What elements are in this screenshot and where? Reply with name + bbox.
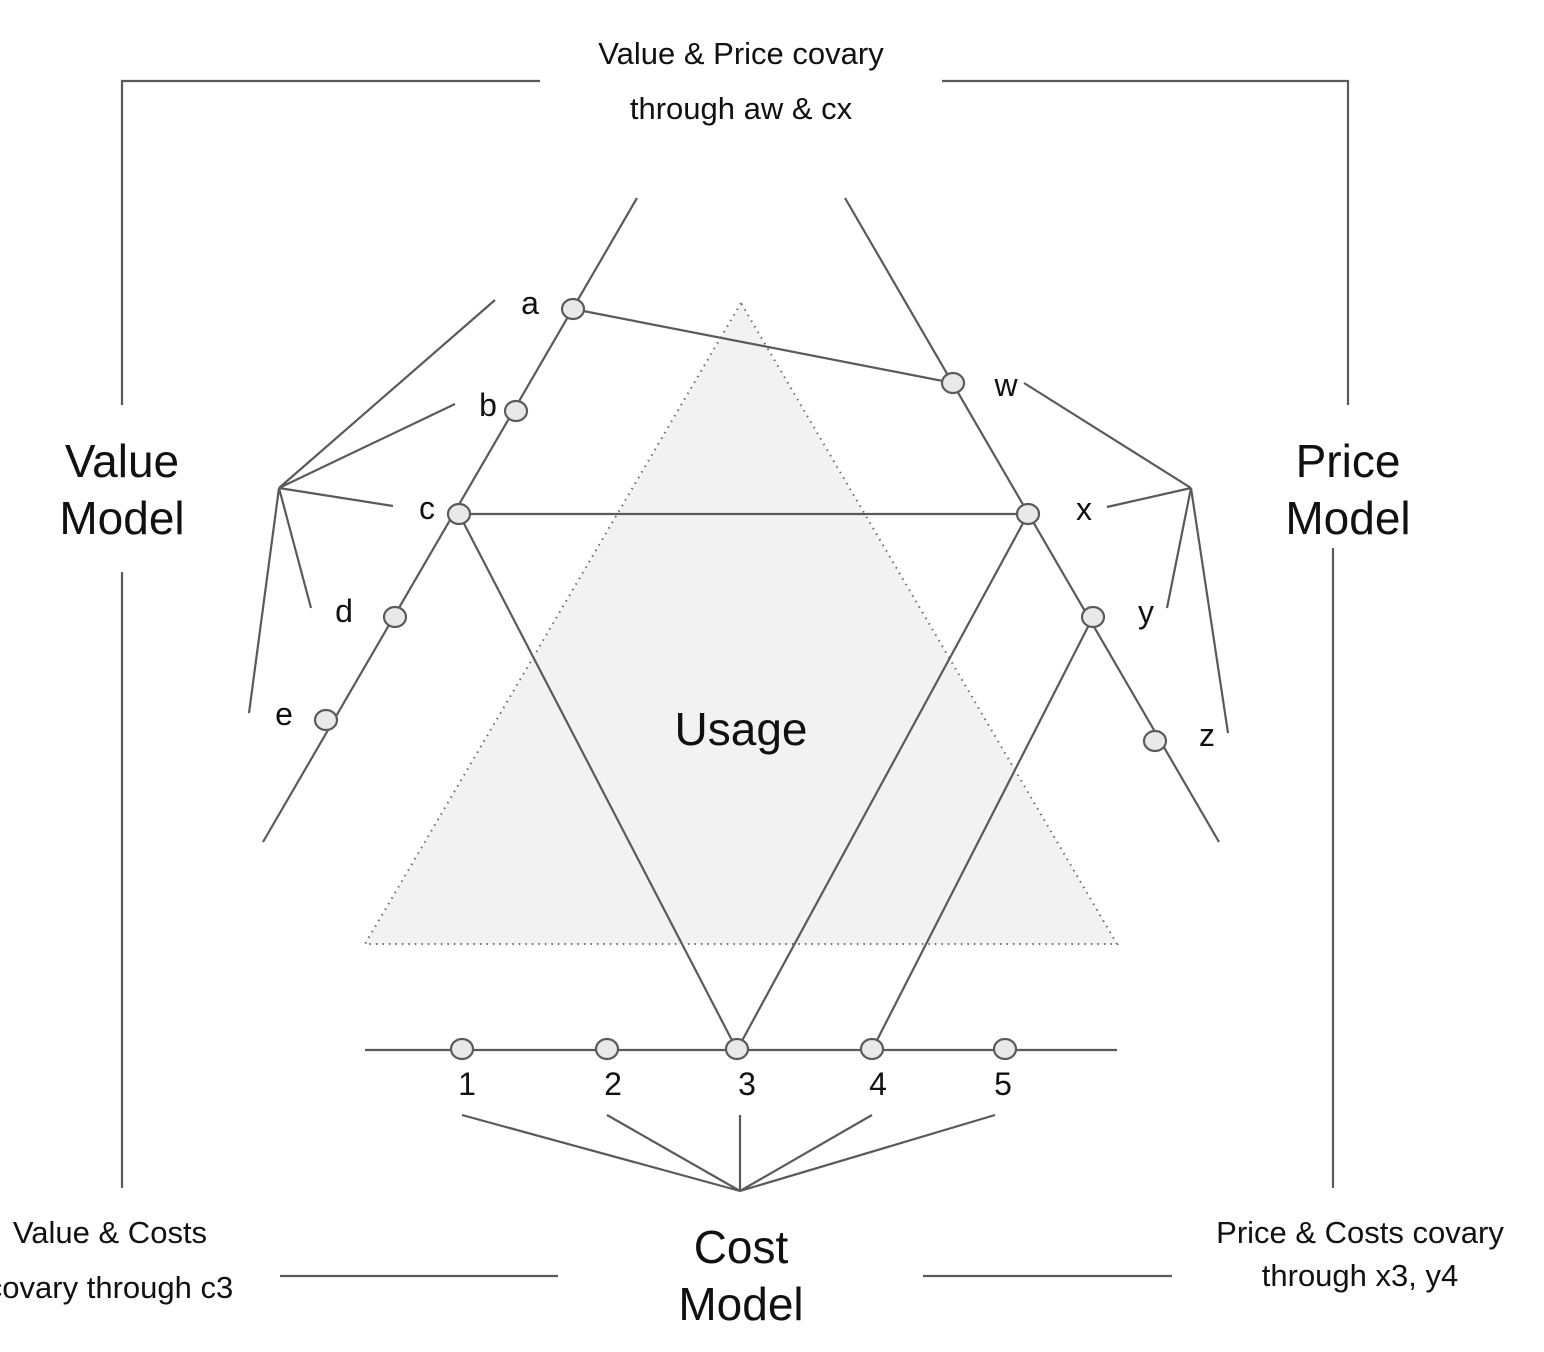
node-2 [594,1037,620,1061]
label-5: 5 [994,1066,1012,1102]
label-2: 2 [604,1066,622,1102]
link-a-w [572,307,954,385]
link-x-3 [736,513,1029,1051]
note-value-costs-line1: Value & Costs [13,1215,207,1250]
note-value-costs-line2: covary through c3 [0,1270,233,1305]
label-w: w [993,367,1018,403]
cost-model-title-line2: Model [678,1278,803,1330]
note-value-price-line1: Value & Price covary [598,36,884,71]
label-4: 4 [869,1066,887,1102]
node-5 [992,1037,1018,1061]
node-x [1015,502,1041,526]
node-z [1142,729,1168,753]
node-a [560,297,586,321]
label-c: c [419,490,435,526]
node-d [382,605,408,629]
cost-model-title-line1: Cost [694,1221,789,1273]
label-e: e [275,696,293,732]
label-b: b [479,387,497,423]
link-y-4 [871,616,1094,1051]
node-y [1080,605,1106,629]
value-model-title-line2: Model [59,492,184,544]
label-y: y [1138,594,1154,630]
label-d: d [335,593,353,629]
node-c [446,502,472,526]
usage-label: Usage [675,703,808,755]
note-price-costs-line2: through x3, y4 [1262,1258,1458,1293]
price-model-title-line2: Model [1285,492,1410,544]
node-4 [859,1037,885,1061]
label-z: z [1199,717,1215,753]
frame-top-left [120,79,540,405]
node-1 [449,1037,475,1061]
node-3 [724,1037,750,1061]
value-model-title-line1: Value [65,435,179,487]
cost-fan [461,1113,996,1193]
frame-top-right [942,79,1350,405]
label-1: 1 [458,1066,476,1102]
usage-triangle [363,301,1119,945]
label-x: x [1076,491,1092,527]
label-a: a [521,285,539,321]
label-3: 3 [738,1066,756,1102]
node-w [940,371,966,395]
price-model-title-line1: Price [1296,435,1401,487]
value-fan [247,299,496,714]
note-value-price-line2: through aw & cx [630,91,853,126]
price-fan [1023,382,1230,734]
link-c-3 [458,513,738,1051]
node-e [313,708,339,732]
node-b [503,399,529,423]
note-price-costs-line1: Price & Costs covary [1216,1215,1504,1250]
